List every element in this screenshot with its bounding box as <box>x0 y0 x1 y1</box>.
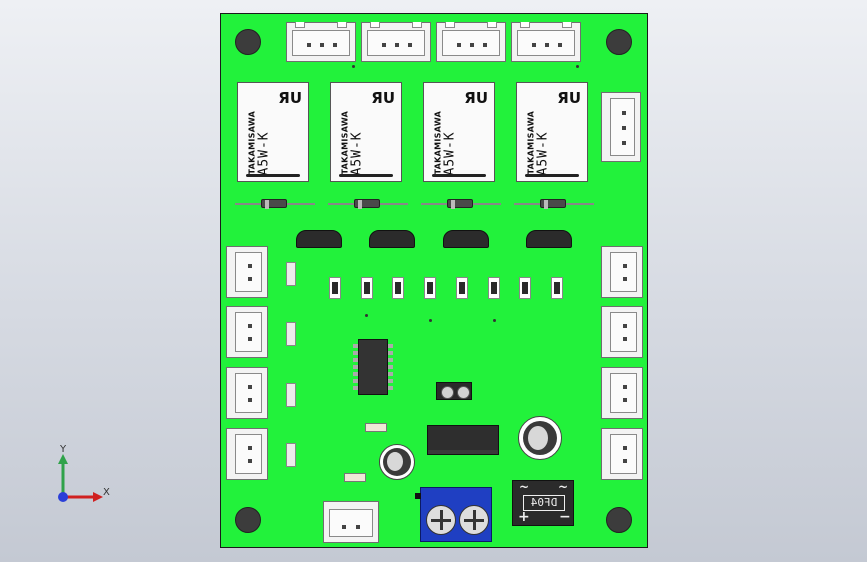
left-connector-1[interactable] <box>226 246 268 298</box>
smd-component <box>456 277 468 299</box>
top-connector-4[interactable] <box>511 22 581 62</box>
right-connector-1[interactable] <box>601 246 643 298</box>
right-connector-top[interactable] <box>601 92 641 162</box>
z-axis-icon <box>58 492 68 502</box>
smd-resistor <box>286 262 296 286</box>
ic-chip <box>358 339 388 395</box>
relay-model: A5W-K <box>535 131 551 176</box>
via <box>365 314 368 317</box>
smd-component <box>551 277 563 299</box>
transistor-2 <box>369 230 415 248</box>
x-axis-label: X <box>103 487 110 498</box>
relay-1: TAKAMISAWA A5W-K ЯU <box>237 82 309 182</box>
transistor-4 <box>526 230 572 248</box>
transistor-1 <box>296 230 342 248</box>
right-connector-2[interactable] <box>601 306 643 358</box>
smd-component <box>361 277 373 299</box>
bottom-connector[interactable] <box>323 501 379 543</box>
screw-icon[interactable] <box>426 505 456 535</box>
bridge-minus-symbol: − <box>559 509 571 525</box>
relay-brand: TAKAMISAWA <box>433 110 443 175</box>
relay-model: A5W-K <box>256 131 272 176</box>
mounting-hole-bottom-left <box>235 507 261 533</box>
y-axis-label: Y <box>60 444 67 455</box>
screw-terminal-block[interactable] <box>415 487 492 542</box>
electrolytic-capacitor-large <box>518 416 562 460</box>
smd-component <box>519 277 531 299</box>
left-connector-4[interactable] <box>226 428 268 480</box>
relay-3: TAKAMISAWA A5W-K ЯU <box>423 82 495 182</box>
smd-component <box>424 277 436 299</box>
relay-brand: TAKAMISAWA <box>526 110 536 175</box>
diode-1 <box>261 199 287 209</box>
relay-4: TAKAMISAWA A5W-K ЯU <box>516 82 588 182</box>
right-connector-3[interactable] <box>601 367 643 419</box>
jumper-header[interactable] <box>436 382 472 400</box>
via <box>352 65 355 68</box>
smd-resistor <box>286 383 296 407</box>
top-connector-1[interactable] <box>286 22 356 62</box>
top-connector-2[interactable] <box>361 22 431 62</box>
bridge-ac-symbol: ~ <box>558 480 569 494</box>
relay-2: TAKAMISAWA A5W-K ЯU <box>330 82 402 182</box>
smd-component <box>329 277 341 299</box>
transistor-3 <box>443 230 489 248</box>
pcb-board: TAKAMISAWA A5W-K ЯU TAKAMISAWA A5W-K ЯU … <box>220 13 648 548</box>
smd-component <box>392 277 404 299</box>
mounting-hole-top-right <box>606 29 632 55</box>
right-connector-4[interactable] <box>601 428 643 480</box>
smd-capacitor <box>344 473 366 482</box>
mounting-hole-top-left <box>235 29 261 55</box>
ul-logo-icon: ЯU <box>371 89 395 107</box>
smd-capacitor <box>365 423 387 432</box>
smd-resistor <box>286 322 296 346</box>
via <box>493 319 496 322</box>
diode-4 <box>540 199 566 209</box>
view-axis-triad <box>58 454 103 502</box>
voltage-regulator <box>427 425 499 455</box>
relay-model: A5W-K <box>442 131 458 176</box>
electrolytic-capacitor-small <box>379 444 415 480</box>
relay-brand: TAKAMISAWA <box>340 110 350 175</box>
relay-brand: TAKAMISAWA <box>247 110 257 175</box>
ul-logo-icon: ЯU <box>278 89 302 107</box>
diode-2 <box>354 199 380 209</box>
left-connector-2[interactable] <box>226 306 268 358</box>
bridge-rectifier: ~ ~ DF04 + − <box>512 480 574 526</box>
ul-logo-icon: ЯU <box>464 89 488 107</box>
relay-model: A5W-K <box>349 131 365 176</box>
bridge-ac-symbol: ~ <box>519 480 530 494</box>
diode-3 <box>447 199 473 209</box>
mounting-hole-bottom-right <box>606 507 632 533</box>
smd-component <box>488 277 500 299</box>
via <box>429 319 432 322</box>
top-connector-3[interactable] <box>436 22 506 62</box>
via <box>576 65 579 68</box>
bridge-plus-symbol: + <box>518 509 530 525</box>
left-connector-3[interactable] <box>226 367 268 419</box>
screw-icon[interactable] <box>459 505 489 535</box>
ul-logo-icon: ЯU <box>557 89 581 107</box>
smd-resistor <box>286 443 296 467</box>
